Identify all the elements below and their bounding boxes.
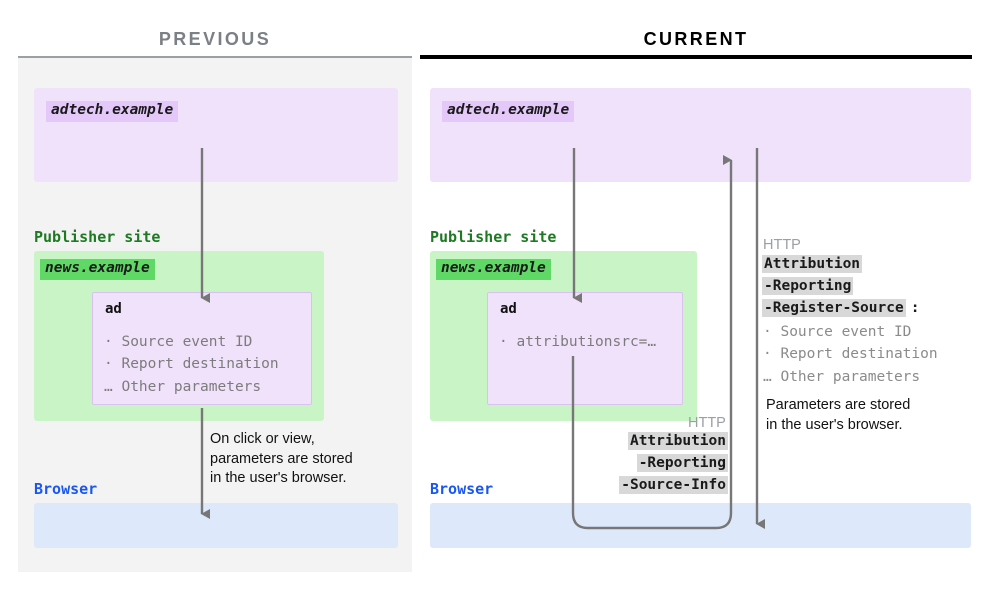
divider-previous: [18, 56, 412, 58]
response-param-item: … Other parameters: [763, 368, 921, 385]
response-header-block: Attribution -Reporting -Register-Source:: [762, 255, 920, 317]
ad-param-item: · attributionsrc=…: [499, 334, 657, 350]
ad-box-title-previous: ad: [105, 301, 122, 317]
request-header-token: -Source-Info: [619, 475, 728, 494]
response-param-item: · Report destination: [763, 346, 938, 363]
request-header-block: Attribution -Reporting -Source-Info: [600, 432, 728, 494]
adtech-domain-chip-previous: adtech.example: [46, 101, 179, 122]
browser-zone-previous: [34, 503, 398, 548]
publisher-domain-chip-previous: news.example: [40, 259, 155, 280]
response-header-token: Attribution: [762, 255, 863, 273]
http-label-request: HTTP: [688, 415, 726, 431]
request-header-line: -Reporting: [600, 453, 728, 472]
note-line: parameters are stored: [210, 450, 353, 467]
publisher-site-label-previous: Publisher site: [34, 228, 161, 246]
response-header-colon: :: [910, 299, 920, 316]
ad-box-params-previous: · Source event ID · Report destination ……: [104, 331, 279, 398]
browser-label-current: Browser: [430, 480, 494, 498]
browser-zone-current: [430, 503, 971, 548]
response-header-token: -Register-Source: [762, 298, 906, 317]
note-line: in the user's browser.: [766, 416, 903, 433]
response-param-item: · Source event ID: [763, 324, 912, 340]
panel-title-previous: PREVIOUS: [158, 29, 272, 49]
ad-box-current: ad · attributionsrc=…: [487, 292, 683, 405]
request-header-line: Attribution: [600, 432, 728, 450]
response-header-line: -Reporting: [762, 276, 919, 295]
note-line: Parameters are stored: [766, 397, 911, 413]
response-params-current: · Source event ID · Report destination ……: [763, 321, 938, 388]
http-label-response: HTTP: [763, 237, 801, 253]
divider-current: [420, 55, 972, 59]
response-header-line: Attribution: [762, 255, 919, 273]
request-header-token: -Reporting: [636, 453, 728, 472]
request-header-line: -Source-Info: [600, 475, 728, 494]
adtech-domain-chip-current: adtech.example: [442, 101, 575, 122]
request-header-token: Attribution: [627, 432, 728, 450]
ad-box-params-current: · attributionsrc=…: [499, 331, 656, 353]
response-header-line: -Register-Source:: [762, 298, 920, 317]
ad-param-item: · Source event ID: [104, 334, 253, 350]
ad-box-previous: ad · Source event ID · Report destinatio…: [92, 292, 312, 405]
publisher-site-label-current: Publisher site: [430, 228, 557, 246]
response-header-token: -Reporting: [762, 276, 854, 295]
browser-label-previous: Browser: [34, 480, 98, 498]
note-current: Parameters are stored in the user's brow…: [766, 396, 910, 435]
ad-box-title-current: ad: [500, 301, 517, 317]
publisher-domain-chip-current: news.example: [436, 259, 551, 280]
note-line: On click or view,: [210, 431, 315, 447]
note-line: in the user's browser.: [210, 470, 347, 487]
ad-param-item: · Report destination: [104, 356, 279, 373]
note-previous: On click or view, parameters are stored …: [210, 430, 353, 489]
panel-title-current: CURRENT: [643, 29, 749, 49]
ad-param-item: … Other parameters: [104, 378, 262, 395]
